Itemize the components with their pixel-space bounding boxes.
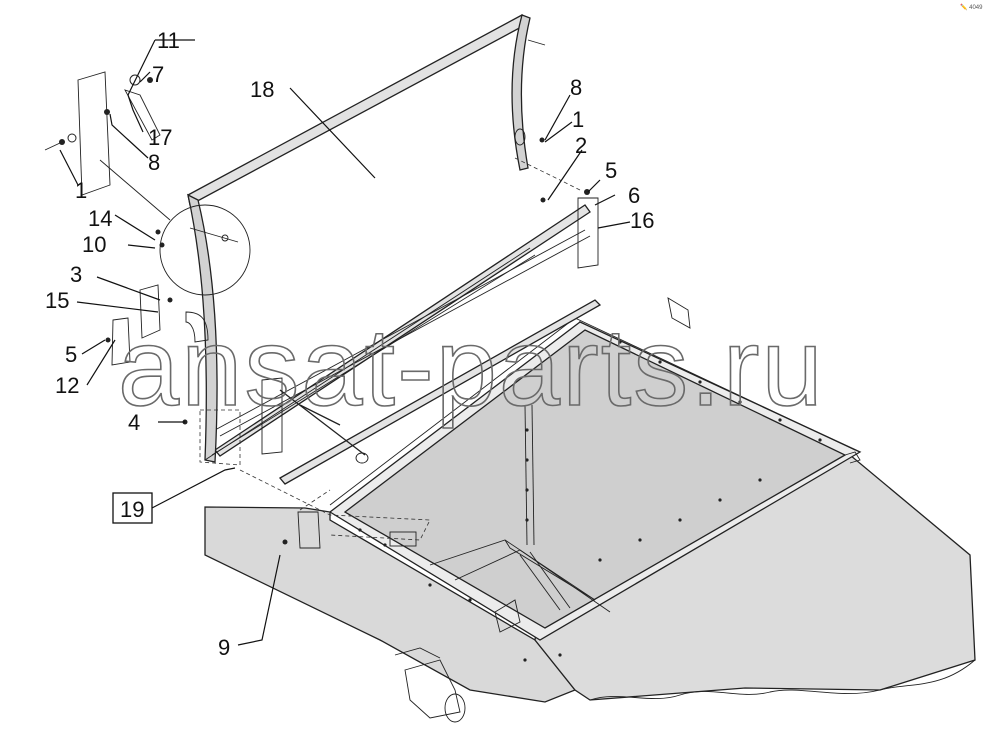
callout-19-box: 19 [112,492,153,524]
callout-9: 9 [218,635,230,660]
callout-4: 4 [128,410,140,435]
hidden-lines [199,157,581,541]
callout-1-left: 1 [75,178,87,203]
callout-5-left: 5 [65,342,77,367]
corner-mark: ✏️ 4049 [960,3,983,11]
strut-assembly [77,71,599,464]
watermark: ansat-parts.ru [118,306,825,429]
callout-8-left: 8 [148,150,160,175]
callout-1-right: 1 [572,107,584,132]
callout-3: 3 [70,262,82,287]
leader-lines [59,39,631,646]
callout-10: 10 [82,232,106,257]
callout-14: 14 [88,206,112,231]
callout-12: 12 [55,373,79,398]
callout-11: 11 [157,28,180,53]
hopper-body [204,297,976,723]
callout-labels: 11 7 17 8 1 14 10 3 15 5 12 4 9 18 8 1 2… [45,28,654,660]
callout-5-right: 5 [605,158,617,183]
callout-7: 7 [152,62,164,87]
callout-17: 17 [148,125,172,150]
callout-19: 19 [120,497,144,522]
detail-view [99,159,251,296]
callout-15: 15 [45,288,69,313]
support-rails [214,204,602,485]
callout-2: 2 [575,133,587,158]
callout-18: 18 [250,77,274,102]
callout-6: 6 [628,183,640,208]
lid-panel [187,14,546,463]
callout-16: 16 [630,208,654,233]
callout-8-right: 8 [570,75,582,100]
